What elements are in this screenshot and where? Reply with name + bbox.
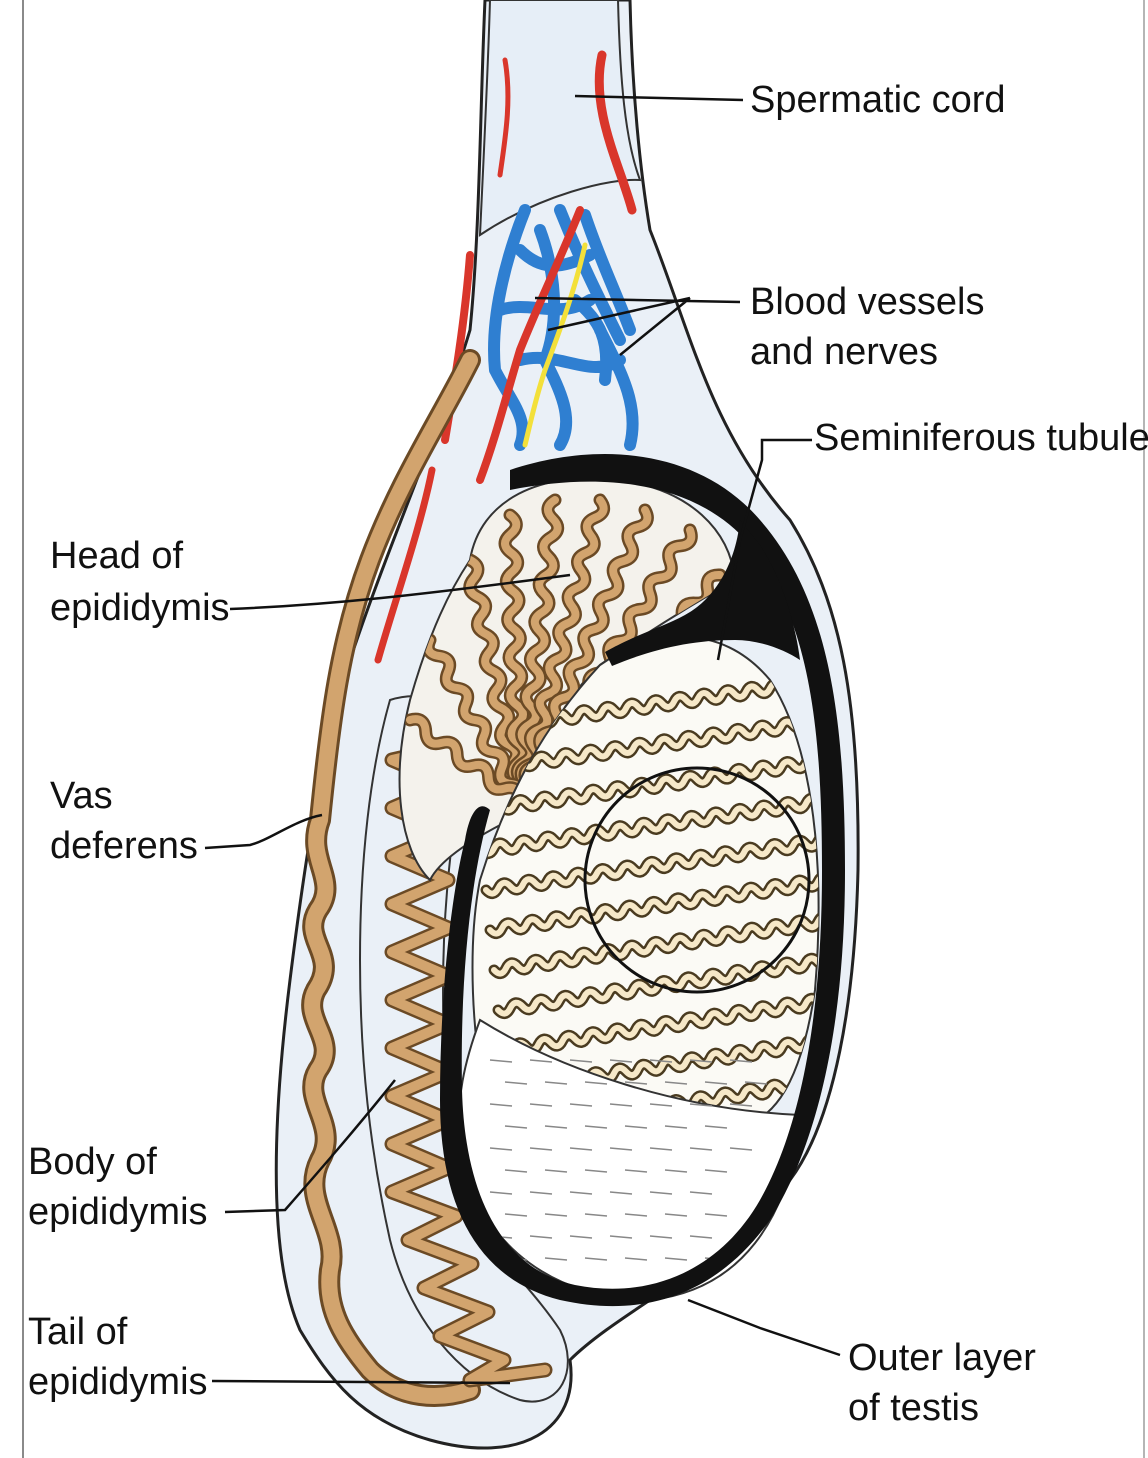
label-tail-line2: epididymis (28, 1358, 208, 1406)
label-vas-line1: Vas (50, 772, 113, 820)
label-blood-vessels-line2: and nerves (750, 328, 938, 376)
label-tail-line1: Tail of (28, 1308, 127, 1356)
leader-vas (205, 815, 322, 848)
label-outer-line2: of testis (848, 1384, 979, 1432)
label-outer-line1: Outer layer (848, 1334, 1036, 1382)
label-spermatic-cord: Spermatic cord (750, 76, 1006, 124)
label-body-line1: Body of (28, 1138, 157, 1186)
label-body-line2: epididymis (28, 1188, 208, 1236)
leader-outer (688, 1300, 840, 1355)
label-vas-line2: deferens (50, 822, 198, 870)
label-head-line2: epididymis (50, 584, 230, 632)
label-blood-vessels-line1: Blood vessels (750, 278, 984, 326)
label-seminiferous-tubule: Seminiferous tubule (814, 414, 1148, 462)
label-head-line1: Head of (50, 532, 183, 580)
